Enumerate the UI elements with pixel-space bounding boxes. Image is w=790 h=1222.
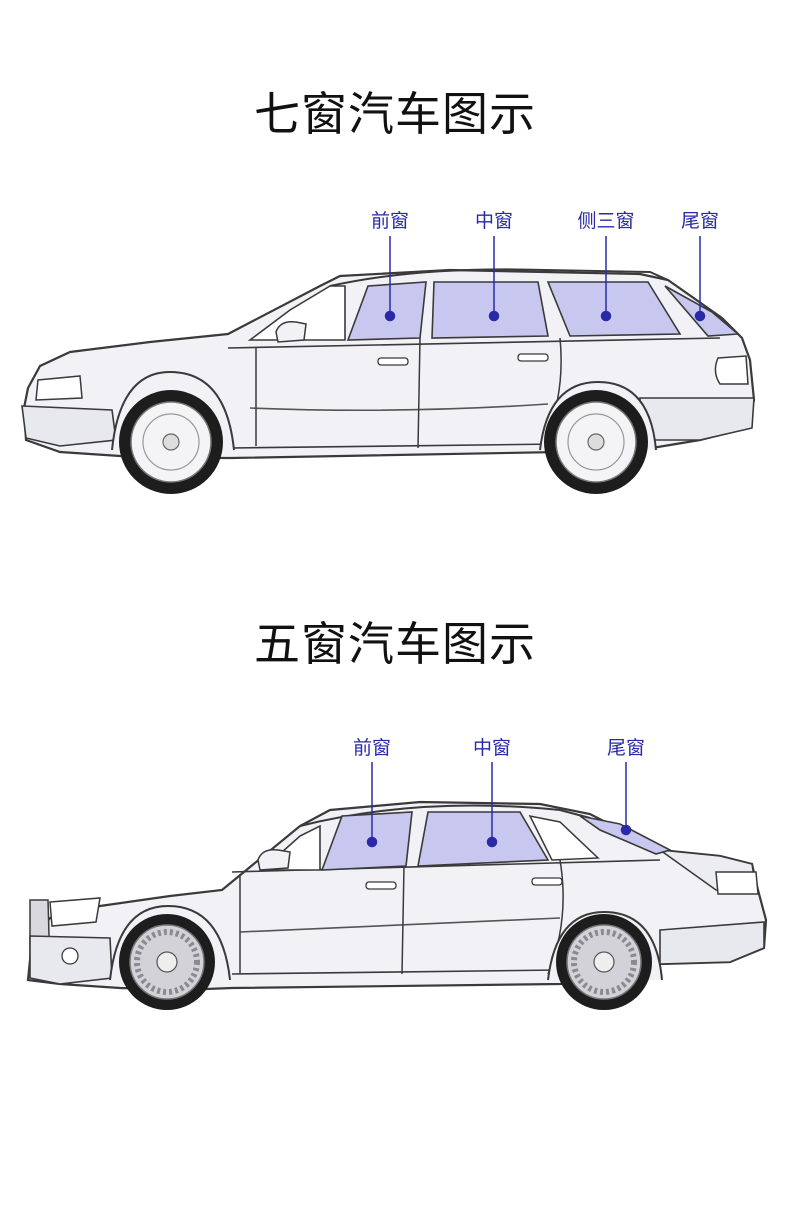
wagon-side-mirror <box>275 320 307 343</box>
pointer-dot-middle <box>486 836 498 848</box>
wagon-headlight <box>35 375 83 401</box>
sedan-headlight <box>49 897 101 927</box>
sedan-rear-wheel <box>556 914 652 1010</box>
wagon-front-bumper <box>21 405 117 447</box>
sedan-front-wheel <box>119 914 215 1010</box>
pointer-dot-rear <box>620 824 632 836</box>
label-rear-window: 尾窗 <box>606 737 646 759</box>
wagon-pointers <box>384 236 706 322</box>
pointer-dot-front <box>366 836 378 848</box>
sedan-rear-bumper <box>659 921 765 965</box>
sedan-roof-line <box>299 804 591 827</box>
wagon-front-window-frame <box>247 285 346 341</box>
wagon-lower-trim <box>231 443 561 449</box>
pointer-dot-rear <box>694 310 706 322</box>
label-middle-window: 中窗 <box>474 210 514 232</box>
sedan-fog-light <box>61 947 79 965</box>
wagon-tail-light <box>714 355 749 385</box>
seven-window-title: 七窗汽车图示 <box>254 87 536 141</box>
sedan-middle-window-glass <box>417 811 550 867</box>
label-rear-window: 尾窗 <box>680 210 720 232</box>
pointer-dot-front <box>384 310 396 322</box>
pointer-dot-middle <box>488 310 500 322</box>
five-window-section: 五窗汽车图示 前窗 中窗 尾窗 <box>0 560 790 1222</box>
seven-window-section: 七窗汽车图示 前窗 中窗 侧三窗 尾窗 <box>0 0 790 560</box>
sedan-side-mirror <box>257 848 291 871</box>
wagon-rear-bumper <box>639 397 755 441</box>
wagon-b-pillar-line <box>417 337 421 449</box>
wagon-belt-line <box>227 337 721 349</box>
sedan-tail-light <box>715 871 759 895</box>
pointer-dot-side-third <box>600 310 612 322</box>
sedan-lower-trim <box>231 969 561 975</box>
label-middle-window: 中窗 <box>472 737 512 759</box>
wagon-rear-wheel <box>544 390 648 494</box>
sedan-b-pillar-line <box>401 865 405 975</box>
wagon-rear-door-handle <box>517 353 549 362</box>
wagon-car-drawing <box>21 236 756 494</box>
wagon-middle-window-glass <box>431 281 549 339</box>
label-front-window: 前窗 <box>352 737 392 759</box>
sedan-side-crease <box>239 917 561 933</box>
sedan-rear-door-handle <box>531 877 563 886</box>
wagon-front-window-glass <box>346 281 427 341</box>
wagon-front-door-handle <box>377 357 409 366</box>
label-front-window: 前窗 <box>370 210 410 232</box>
wagon-side-third-window-glass <box>546 281 682 337</box>
five-window-title: 五窗汽车图示 <box>254 617 536 671</box>
wagon-side-crease <box>249 403 549 412</box>
sedan-front-door-handle <box>365 881 397 890</box>
sedan-car-drawing <box>26 762 768 1010</box>
label-side-third-window: 侧三窗 <box>577 210 635 232</box>
sedan-rear-quarter-window <box>528 814 600 861</box>
sedan-pointers <box>366 762 632 848</box>
wagon-front-wheel <box>119 390 223 494</box>
wagon-roof-rail <box>329 268 669 287</box>
